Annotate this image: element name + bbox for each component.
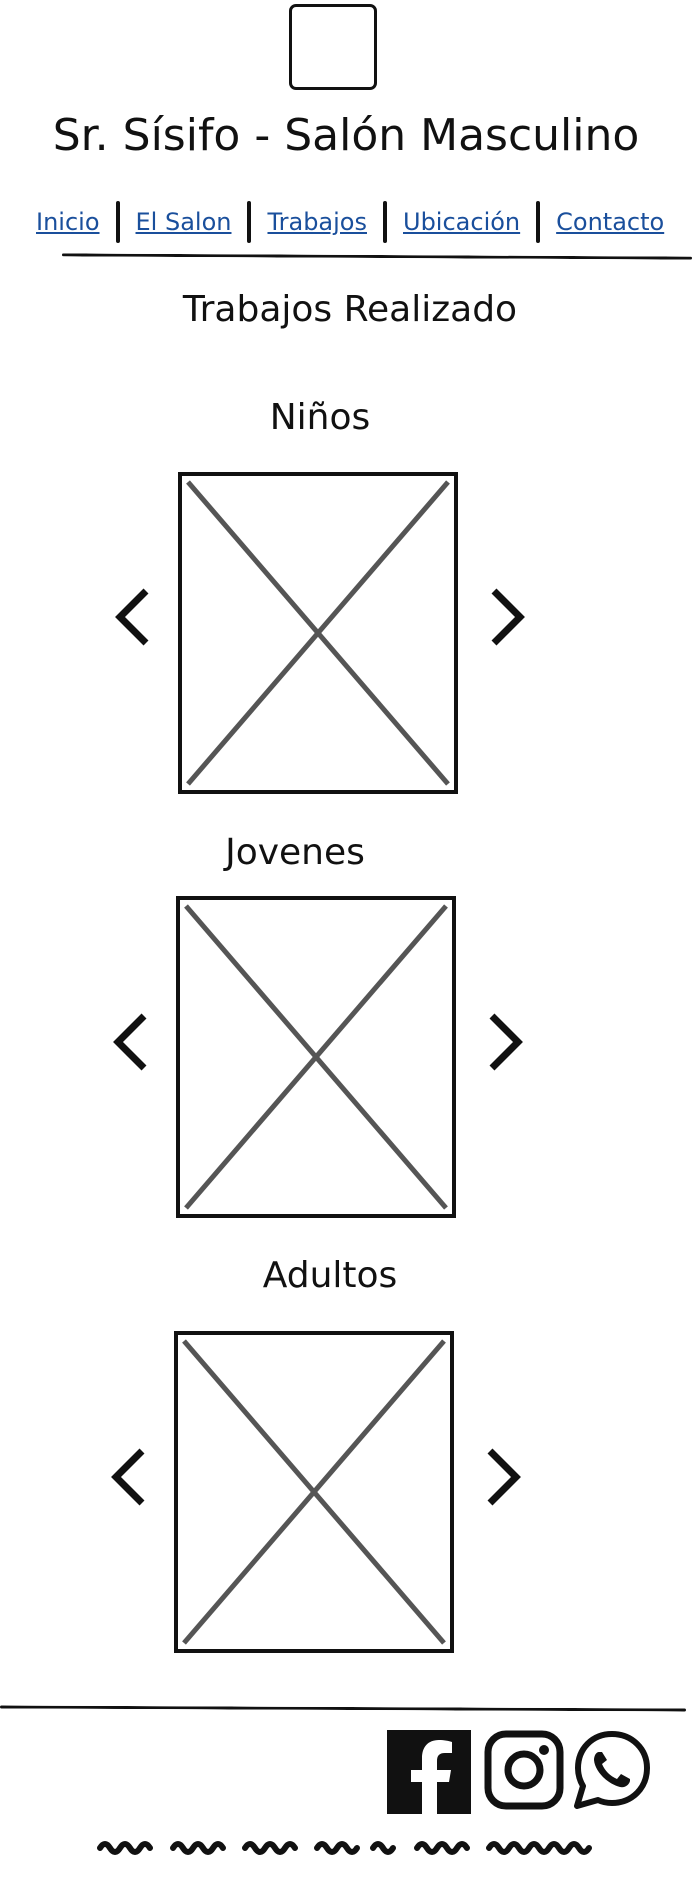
chevron-left-icon[interactable] [104, 1445, 156, 1509]
whatsapp-icon[interactable] [570, 1728, 654, 1812]
nav-link-ubicacion[interactable]: Ubicación [403, 208, 521, 236]
instagram-icon[interactable] [484, 1730, 564, 1810]
gallery-title: Jovenes [225, 832, 365, 873]
footer-placeholder-text [97, 1841, 592, 1855]
image-placeholder-icon [178, 472, 458, 794]
site-title: Sr. Sísifo - Salón Masculino [52, 110, 640, 161]
nav-divider [115, 201, 120, 243]
nav-link-el-salon[interactable]: El Salon [135, 208, 232, 236]
chevron-left-icon[interactable] [106, 1010, 158, 1074]
nav-divider [536, 201, 541, 243]
gallery-title: Adultos [262, 1255, 398, 1296]
facebook-icon[interactable] [387, 1730, 471, 1814]
nav-link-inicio[interactable]: Inicio [36, 208, 100, 236]
main-nav: Inicio El Salon Trabajos Ubicación Conta… [36, 198, 664, 246]
chevron-right-icon[interactable] [480, 585, 532, 649]
image-placeholder-icon [176, 896, 456, 1218]
nav-divider [247, 201, 252, 243]
footer-divider [0, 1705, 687, 1712]
image-placeholder-icon [174, 1331, 454, 1653]
nav-link-contacto[interactable]: Contacto [556, 208, 665, 236]
chevron-left-icon[interactable] [108, 585, 160, 649]
page-title: Trabajos Realizado [182, 289, 518, 330]
chevron-right-icon[interactable] [476, 1445, 528, 1509]
header-divider [61, 253, 692, 260]
nav-divider [383, 201, 387, 243]
nav-link-trabajos[interactable]: Trabajos [267, 208, 367, 236]
logo-placeholder-icon [289, 4, 377, 90]
chevron-right-icon[interactable] [478, 1010, 530, 1074]
gallery-title: Niños [269, 397, 371, 438]
